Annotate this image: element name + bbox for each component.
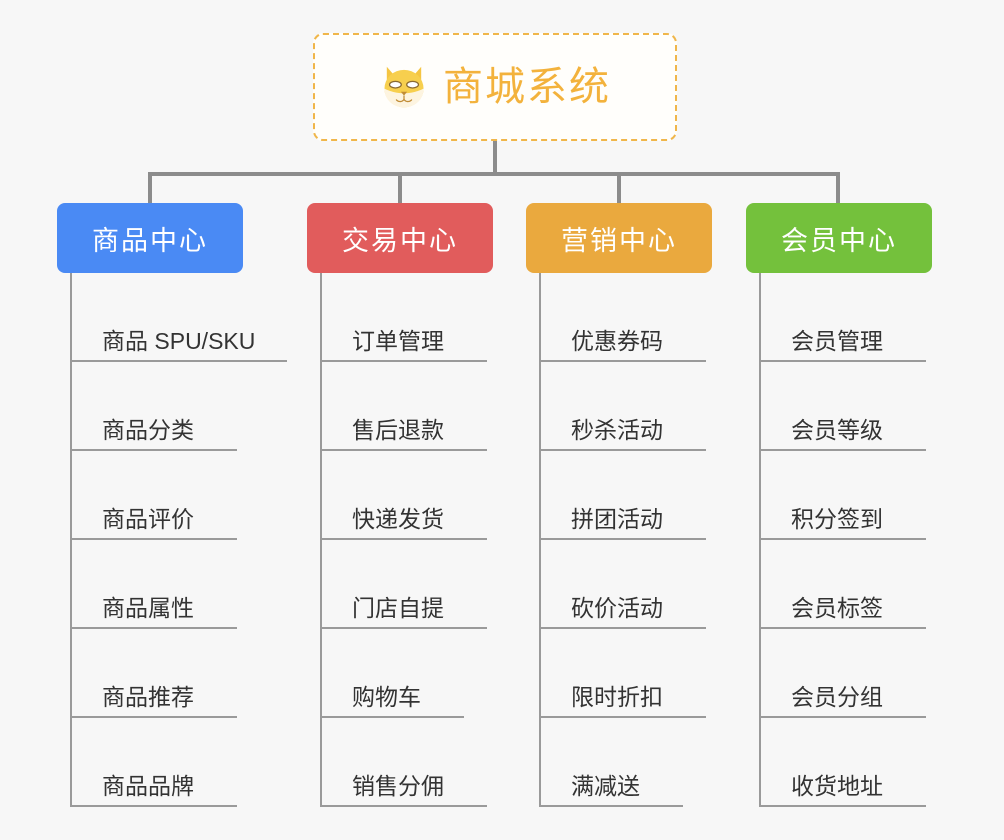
leaf-item[interactable]: 商品 SPU/SKU (70, 273, 287, 362)
leaf-item-label: 商品推荐 (102, 683, 194, 710)
connector-drop-2 (398, 172, 402, 205)
leaf-item-label: 快递发货 (352, 505, 444, 532)
leaf-item[interactable]: 快递发货 (320, 451, 487, 540)
leaf-item[interactable]: 砍价活动 (539, 540, 706, 629)
leaf-item-label: 商品 SPU/SKU (102, 327, 256, 354)
leaf-item[interactable]: 商品评价 (70, 451, 237, 540)
column-spine (70, 273, 72, 807)
leaf-item[interactable]: 秒杀活动 (539, 362, 706, 451)
leaf-item-label: 销售分佣 (352, 772, 444, 799)
leaf-item[interactable]: 商品分类 (70, 362, 237, 451)
leaf-item-label: 会员等级 (791, 416, 883, 443)
leaf-item-label: 订单管理 (352, 327, 444, 354)
category-header-member-center[interactable]: 会员中心 (746, 203, 932, 273)
leaf-item[interactable]: 商品品牌 (70, 718, 237, 807)
leaf-list: 订单管理售后退款快递发货门店自提购物车销售分佣 (320, 273, 487, 807)
leaf-item-label: 会员标签 (791, 594, 883, 621)
leaf-item-label: 限时折扣 (571, 683, 663, 710)
connector-root-stem (493, 141, 497, 174)
leaf-item[interactable]: 限时折扣 (539, 629, 706, 718)
leaf-item-label: 积分签到 (791, 505, 883, 532)
leaf-item[interactable]: 积分签到 (759, 451, 926, 540)
leaf-item[interactable]: 订单管理 (320, 273, 487, 362)
leaf-item[interactable]: 商品推荐 (70, 629, 237, 718)
connector-drop-4 (836, 172, 840, 205)
leaf-item-label: 秒杀活动 (571, 416, 663, 443)
leaf-item-label: 会员管理 (791, 327, 883, 354)
leaf-item-label: 售后退款 (352, 416, 444, 443)
column-spine (539, 273, 541, 807)
leaf-item[interactable]: 会员分组 (759, 629, 926, 718)
connector-drop-1 (148, 172, 152, 205)
category-header-label: 商品中心 (92, 225, 208, 256)
leaf-list: 商品 SPU/SKU 商品分类商品评价商品属性商品推荐商品品牌 (70, 273, 287, 807)
leaf-item-label: 优惠券码 (571, 327, 663, 354)
leaf-item-label: 商品品牌 (102, 772, 194, 799)
column-spine (320, 273, 322, 807)
leaf-item[interactable]: 会员标签 (759, 540, 926, 629)
category-header-marketing-center[interactable]: 营销中心 (526, 203, 712, 273)
leaf-item[interactable]: 销售分佣 (320, 718, 487, 807)
leaf-item[interactable]: 拼团活动 (539, 451, 706, 540)
leaf-list: 优惠券码秒杀活动拼团活动砍价活动限时折扣满减送 (539, 273, 706, 807)
category-header-product-center[interactable]: 商品中心 (57, 203, 243, 273)
leaf-list: 会员管理会员等级积分签到会员标签会员分组收货地址 (759, 273, 926, 807)
shiba-dog-face-icon (384, 66, 424, 108)
leaf-item-label: 会员分组 (791, 683, 883, 710)
connector-bus (148, 172, 840, 176)
leaf-item-label: 商品属性 (102, 594, 194, 621)
leaf-item-label: 拼团活动 (571, 505, 663, 532)
leaf-item-label: 商品评价 (102, 505, 194, 532)
leaf-item[interactable]: 会员管理 (759, 273, 926, 362)
connector-drop-3 (617, 172, 621, 205)
leaf-item[interactable]: 会员等级 (759, 362, 926, 451)
column-spine (759, 273, 761, 807)
leaf-item-label: 砍价活动 (571, 594, 663, 621)
leaf-item-label: 门店自提 (352, 594, 444, 621)
leaf-item[interactable]: 满减送 (539, 718, 683, 807)
leaf-item-label: 满减送 (571, 772, 640, 799)
category-header-label: 交易中心 (342, 225, 458, 256)
leaf-item[interactable]: 商品属性 (70, 540, 237, 629)
category-header-label: 营销中心 (561, 225, 677, 256)
root-title: 商城系统 (443, 65, 611, 109)
category-header-trade-center[interactable]: 交易中心 (307, 203, 493, 273)
leaf-item-label: 商品分类 (102, 416, 194, 443)
root-node[interactable]: 商城系统 (313, 33, 677, 141)
leaf-item[interactable]: 优惠券码 (539, 273, 706, 362)
leaf-item[interactable]: 购物车 (320, 629, 464, 718)
leaf-item[interactable]: 门店自提 (320, 540, 487, 629)
leaf-item[interactable]: 售后退款 (320, 362, 487, 451)
category-header-label: 会员中心 (781, 225, 897, 256)
leaf-item-label: 购物车 (352, 683, 421, 710)
leaf-item-label: 收货地址 (791, 772, 883, 799)
leaf-item[interactable]: 收货地址 (759, 718, 926, 807)
